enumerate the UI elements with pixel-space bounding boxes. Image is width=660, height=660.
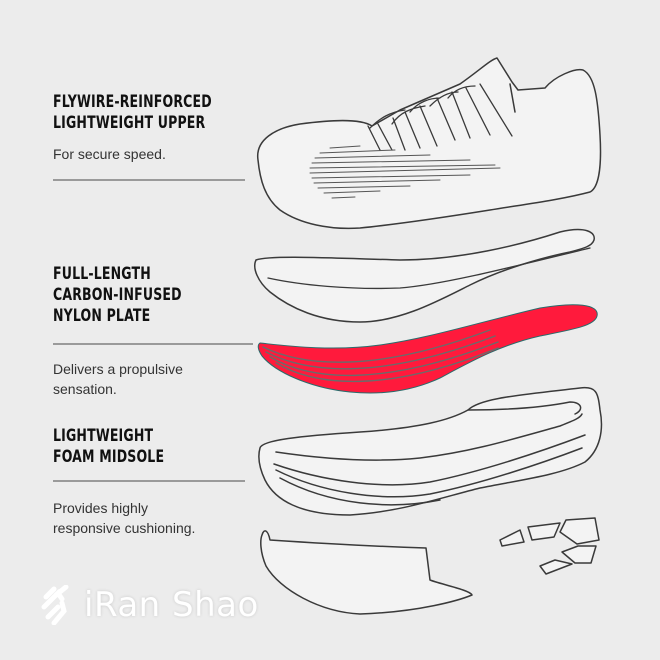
description-line: For secure speed.	[53, 146, 166, 162]
heading-line: NYLON PLATE	[53, 306, 151, 326]
outsole-pods-icon	[499, 517, 600, 575]
midsole-heading: LIGHTWEIGHT FOAM MIDSOLE	[53, 426, 164, 468]
shoe-upper-icon	[257, 57, 602, 230]
watermark: iRan Shao	[38, 585, 259, 625]
heading-line: FOAM MIDSOLE	[53, 447, 165, 467]
upper-heading: FLYWIRE-REINFORCED LIGHTWEIGHT UPPER	[53, 92, 212, 134]
divider	[53, 179, 245, 181]
carbon-plate-icon	[257, 304, 598, 394]
heading-line: LIGHTWEIGHT UPPER	[53, 113, 206, 133]
divider	[53, 343, 253, 345]
description-line: sensation.	[53, 381, 117, 397]
watermark-text: iRan Shao	[84, 585, 259, 625]
divider	[53, 480, 245, 482]
midsole-description: Provides highly responsive cushioning.	[53, 498, 195, 538]
description-line: Delivers a propulsive	[53, 361, 183, 377]
heading-line: LIGHTWEIGHT	[53, 426, 154, 446]
heading-line: FULL-LENGTH	[53, 264, 151, 284]
runner-logo-icon	[41, 585, 69, 625]
heading-line: FLYWIRE-REINFORCED	[53, 92, 212, 112]
insole-icon	[254, 228, 595, 323]
description-line: responsive cushioning.	[53, 520, 196, 536]
description-line: Provides highly	[53, 500, 148, 516]
plate-description: Delivers a propulsive sensation.	[53, 359, 183, 399]
heading-line: CARBON-INFUSED	[53, 285, 182, 305]
foam-midsole-icon	[258, 386, 603, 516]
heel-counter-icon	[260, 530, 473, 615]
plate-heading: FULL-LENGTH CARBON-INFUSED NYLON PLATE	[53, 264, 182, 327]
upper-description: For secure speed.	[53, 144, 166, 164]
